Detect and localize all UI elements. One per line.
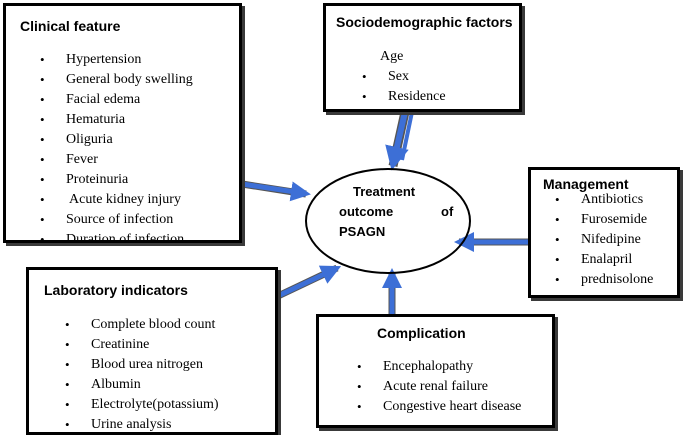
sociodemographic-age: Age	[380, 49, 404, 64]
center-line-treatment: Treatment	[353, 184, 416, 199]
list-item: Hematuria	[40, 110, 193, 130]
management-title: Management	[543, 176, 629, 192]
clinical-feature-list: Hypertension General body swelling Facia…	[40, 50, 193, 250]
list-item: Albumin	[65, 375, 219, 395]
list-item: Fever	[40, 150, 193, 170]
list-item: Residence	[362, 87, 445, 107]
list-item: Creatinine	[65, 335, 219, 355]
sociodemographic-box: Sociodemographic factors Age Sex Residen…	[323, 3, 522, 112]
center-line-outcome: outcome	[339, 204, 394, 219]
list-item: Facial edema	[40, 90, 193, 110]
list-item: Antibiotics	[555, 190, 653, 210]
laboratory-indicators-list: Complete blood count Creatinine Blood ur…	[65, 315, 219, 435]
laboratory-indicators-title: Laboratory indicators	[44, 282, 188, 298]
sociodemographic-list: Sex Residence	[362, 67, 446, 107]
complication-title: Complication	[377, 325, 466, 341]
list-item: Urine analysis	[65, 415, 219, 435]
list-item: Duration of infection	[40, 230, 193, 250]
list-item: Oliguria	[40, 130, 193, 150]
management-box: Management Antibiotics Furosemide Nifedi…	[528, 167, 680, 298]
clinical-feature-title: Clinical feature	[20, 18, 121, 34]
complication-box: Complication Encephalopathy Acute renal …	[316, 314, 555, 428]
list-item: Source of infection	[40, 210, 193, 230]
list-item: Sex	[362, 67, 446, 87]
list-item: Enalapril	[555, 250, 653, 270]
list-item: General body swelling	[40, 70, 193, 90]
center-line-of: of	[441, 204, 454, 219]
list-item: Nifedipine	[555, 230, 653, 250]
center-line-psagn: PSAGN	[339, 224, 386, 239]
list-item: Complete blood count	[65, 315, 219, 335]
list-item: Electrolyte(potassium)	[65, 395, 218, 415]
complication-list: Encephalopathy Acute renal failure Conge…	[357, 357, 521, 417]
list-item: Encephalopathy	[357, 357, 521, 377]
list-item: Furosemide	[555, 210, 653, 230]
list-item: Blood urea nitrogen	[65, 355, 219, 375]
list-item: Hypertension	[40, 50, 193, 70]
treatment-outcome-ellipse: Treatment outcome of PSAGN	[305, 168, 471, 274]
list-item: Congestive heart disease	[357, 397, 521, 417]
list-item: Acute renal failure	[357, 377, 521, 397]
laboratory-indicators-box: Laboratory indicators Complete blood cou…	[26, 267, 278, 435]
clinical-feature-box: Clinical feature Hypertension General bo…	[3, 3, 242, 250]
sociodemographic-title: Sociodemographic factors	[336, 14, 513, 30]
list-item: Proteinuria	[40, 170, 193, 190]
management-list: Antibiotics Furosemide Nifedipine Enalap…	[555, 190, 653, 290]
list-item: Acute kidney injury	[40, 190, 193, 210]
list-item: prednisolone	[555, 270, 653, 290]
